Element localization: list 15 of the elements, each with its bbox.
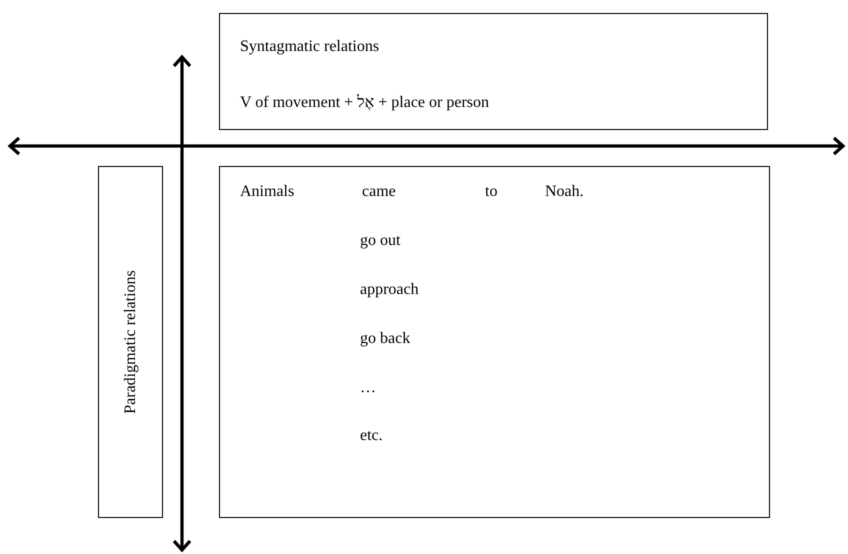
word-text: Animals	[240, 183, 294, 201]
word-text: came	[362, 183, 396, 201]
heading-text: Paradigmatic relations	[122, 270, 140, 414]
word-text: Noah.	[545, 183, 584, 201]
example-box	[219, 166, 770, 518]
word-text: approach	[360, 281, 419, 299]
heading-text: Syntagmatic relations	[240, 38, 380, 56]
word-text: go out	[360, 232, 400, 250]
relations-box	[219, 13, 768, 130]
word-text: etc.	[360, 427, 383, 445]
word-text: to	[485, 183, 498, 201]
word-text: …	[360, 379, 376, 397]
relations-box	[98, 166, 163, 518]
pattern-text: V of movement + אֶל + place or person	[240, 94, 490, 112]
word-text: go back	[360, 330, 410, 348]
